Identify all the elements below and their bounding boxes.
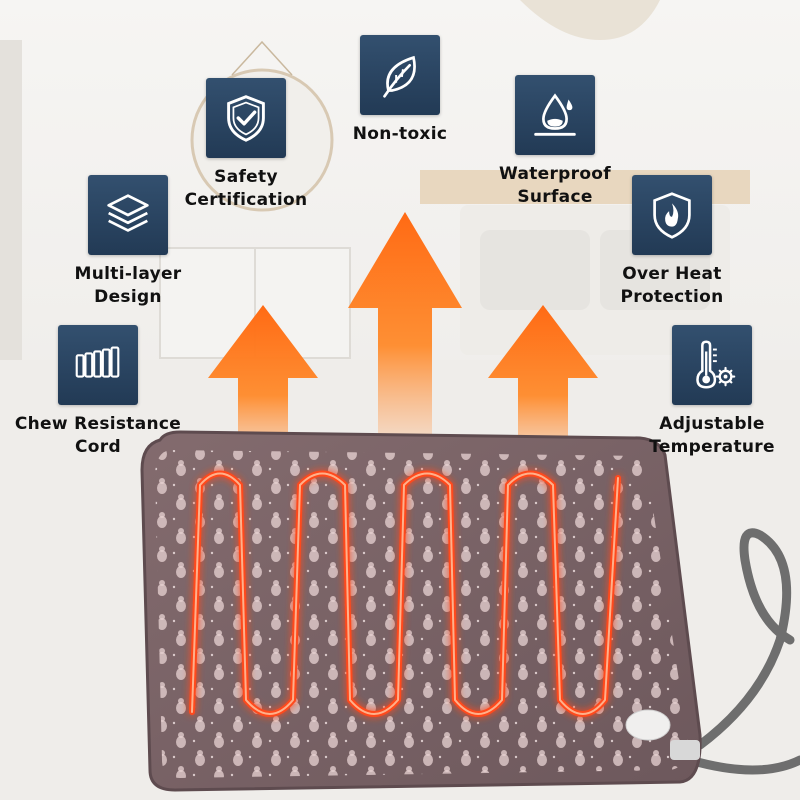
feature-non-toxic: Non-toxic: [310, 35, 490, 146]
flame-shield-icon: [632, 175, 712, 255]
thermometer-gear-icon: [672, 325, 752, 405]
shield-check-icon: [206, 78, 286, 158]
heat-arrow-right: [488, 305, 598, 470]
heat-arrow-left: [208, 305, 318, 470]
leaf-icon: [360, 35, 440, 115]
heat-arrow-center: [348, 212, 462, 455]
feature-label: Non-toxic: [352, 124, 448, 144]
water-drop-icon: [515, 75, 595, 155]
cord-segments-icon: [58, 325, 138, 405]
layers-icon: [88, 175, 168, 255]
power-cord: [685, 528, 800, 775]
